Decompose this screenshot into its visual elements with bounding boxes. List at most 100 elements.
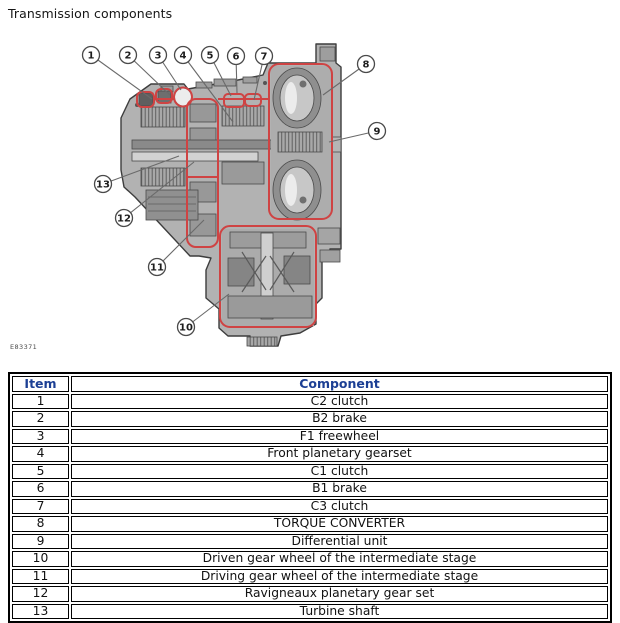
callout-10: 10 — [176, 293, 230, 337]
callout-circle — [176, 317, 196, 337]
callout-number: 4 — [180, 50, 187, 61]
component-cell: F1 freewheel — [71, 428, 608, 444]
component-cell: Ravigneaux planetary gear set — [71, 586, 608, 602]
callout-leader-line — [156, 219, 205, 268]
table-header-row: Item Component — [12, 376, 608, 392]
callout-9: 9 — [328, 121, 387, 143]
callout-leader-line — [90, 54, 153, 100]
callout-13: 13 — [93, 155, 180, 194]
callout-number: 10 — [179, 322, 193, 333]
item-cell: 4 — [12, 446, 69, 462]
figure-code: E83371 — [10, 343, 38, 351]
callout-circle — [200, 45, 220, 65]
callout-number: 3 — [155, 50, 162, 61]
item-cell: 5 — [12, 463, 69, 479]
callout-4: 4 — [173, 45, 234, 123]
component-cell: Driven gear wheel of the intermediate st… — [71, 551, 608, 567]
callout-12: 12 — [114, 161, 195, 228]
callout-circle — [93, 174, 113, 194]
highlight-overlays — [136, 63, 333, 328]
callout-leader-line — [182, 54, 234, 123]
callout-2: 2 — [118, 45, 171, 96]
callout-circle — [254, 46, 274, 66]
highlight-f1-freewheel — [173, 86, 193, 108]
component-cell: B2 brake — [71, 411, 608, 427]
callout-circle — [367, 121, 387, 141]
component-cell: Turbine shaft — [71, 603, 608, 619]
callout-6: 6 — [226, 46, 246, 94]
callout-number: 5 — [207, 50, 214, 61]
item-cell: 10 — [12, 551, 69, 567]
highlight-gearset-band — [186, 98, 219, 248]
component-cell: Front planetary gearset — [71, 446, 608, 462]
callout-number: 9 — [374, 126, 381, 137]
highlight-c2-clutch — [136, 91, 155, 108]
page-title: Transmission components — [8, 6, 173, 21]
component-cell: Driving gear wheel of the intermediate s… — [71, 568, 608, 584]
component-cell: C1 clutch — [71, 463, 608, 479]
component-cell: C2 clutch — [71, 393, 608, 409]
highlight-differential-unit — [219, 225, 317, 328]
item-cell: 13 — [12, 603, 69, 619]
callout-number: 1 — [88, 50, 95, 61]
item-cell: 1 — [12, 393, 69, 409]
item-cell: 2 — [12, 411, 69, 427]
callout-number: 8 — [363, 59, 370, 70]
component-header: Component — [71, 376, 608, 392]
callout-number: 2 — [125, 50, 132, 61]
callout-number: 11 — [150, 262, 164, 273]
callout-leader-line — [127, 54, 171, 96]
callout-leader-line — [102, 155, 180, 185]
callout-8: 8 — [322, 54, 376, 96]
callout-circle — [147, 257, 167, 277]
callout-5: 5 — [200, 45, 232, 97]
item-cell: 11 — [12, 568, 69, 584]
item-cell: 9 — [12, 533, 69, 549]
highlight-c3-clutch — [244, 93, 262, 107]
callout-number: 6 — [233, 51, 240, 62]
callout-11: 11 — [147, 219, 205, 277]
callout-1: 1 — [81, 45, 153, 100]
component-cell: C3 clutch — [71, 498, 608, 514]
item-cell: 8 — [12, 516, 69, 532]
item-header: Item — [12, 376, 69, 392]
component-cell: B1 brake — [71, 481, 608, 497]
item-cell: 12 — [12, 586, 69, 602]
component-cell: TORQUE CONVERTER — [71, 516, 608, 532]
component-cell: Differential unit — [71, 533, 608, 549]
item-cell: 7 — [12, 498, 69, 514]
callout-circle — [114, 208, 134, 228]
callout-number: 7 — [261, 51, 268, 62]
callout-circle — [173, 45, 193, 65]
callout-circle — [356, 54, 376, 74]
callout-3: 3 — [148, 45, 182, 91]
item-cell: 3 — [12, 428, 69, 444]
item-cell: 6 — [12, 481, 69, 497]
callout-7: 7 — [253, 46, 274, 101]
callout-number: 13 — [96, 179, 110, 190]
callout-circle — [118, 45, 138, 65]
callout-number: 12 — [117, 213, 131, 224]
callout-circle — [81, 45, 101, 65]
callout-circle — [148, 45, 168, 65]
callout-leader-line — [123, 161, 195, 219]
callout-circle — [226, 46, 246, 66]
